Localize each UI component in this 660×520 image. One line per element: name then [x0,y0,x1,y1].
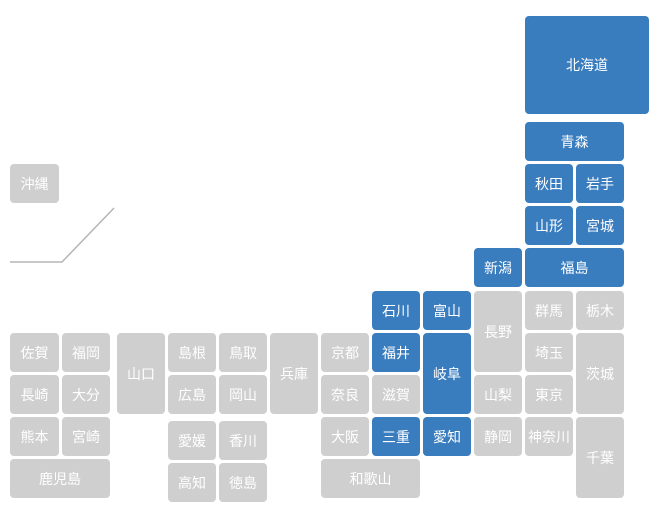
pref-label: 群馬 [535,303,563,320]
pref-chiba[interactable]: 千葉 [576,417,624,498]
pref-label: 茨城 [586,366,614,383]
pref-nagasaki[interactable]: 長崎 [10,375,59,414]
pref-label: 北海道 [566,58,608,74]
pref-tochigi[interactable]: 栃木 [576,291,624,330]
pref-kyoto[interactable]: 京都 [321,333,369,372]
pref-label: 山口 [127,366,155,383]
pref-label: 静岡 [484,429,512,446]
pref-aichi[interactable]: 愛知 [423,417,471,456]
pref-tokyo[interactable]: 東京 [525,375,573,414]
pref-tottori[interactable]: 鳥取 [219,333,267,372]
pref-label: 徳島 [229,475,257,492]
pref-yamagata[interactable]: 山形 [525,206,573,245]
pref-label: 大分 [72,387,100,404]
pref-ibaraki[interactable]: 茨城 [576,333,624,414]
pref-fukushima[interactable]: 福島 [525,248,624,287]
pref-label: 福岡 [72,345,100,362]
pref-ishikawa[interactable]: 石川 [372,291,420,330]
pref-fukui[interactable]: 福井 [372,333,420,372]
pref-mie[interactable]: 三重 [372,417,420,456]
pref-label: 熊本 [20,429,49,446]
pref-niigata[interactable]: 新潟 [474,248,522,287]
pref-hiroshima[interactable]: 広島 [168,375,216,414]
pref-shiga[interactable]: 滋賀 [372,375,420,414]
pref-label: 埼玉 [535,345,563,362]
pref-label: 京都 [331,345,359,362]
pref-label: 千葉 [586,450,614,467]
pref-saga[interactable]: 佐賀 [10,333,59,372]
pref-saitama[interactable]: 埼玉 [525,333,573,372]
pref-label: 宮城 [586,218,614,235]
pref-label: 滋賀 [382,387,410,404]
pref-kochi[interactable]: 高知 [168,463,216,502]
pref-shizuoka[interactable]: 静岡 [474,417,522,456]
pref-kumamoto[interactable]: 熊本 [10,417,59,456]
pref-fukuoka[interactable]: 福岡 [62,333,110,372]
pref-nagano[interactable]: 長野 [474,291,522,372]
pref-label: 高知 [178,475,206,492]
pref-osaka[interactable]: 大阪 [321,417,369,456]
pref-label: 岡山 [229,387,257,404]
pref-label: 福島 [560,260,589,277]
pref-label: 山形 [535,218,563,235]
pref-kagawa[interactable]: 香川 [219,421,267,460]
pref-label: 長野 [484,324,512,341]
pref-label: 富山 [433,303,461,320]
pref-label: 和歌山 [349,471,392,488]
pref-label: 香川 [229,433,257,450]
pref-label: 神奈川 [528,429,570,446]
pref-akita[interactable]: 秋田 [525,164,573,203]
pref-miyazaki[interactable]: 宮崎 [62,417,110,456]
pref-wakayama[interactable]: 和歌山 [321,459,420,498]
pref-label: 山梨 [484,387,512,404]
pref-miyagi[interactable]: 宮城 [576,206,624,245]
pref-yamanashi[interactable]: 山梨 [474,375,522,414]
pref-kanagawa[interactable]: 神奈川 [525,417,573,456]
pref-label: 愛知 [433,429,461,446]
pref-label: 広島 [178,387,206,404]
pref-label: 宮崎 [72,429,100,446]
pref-label: 秋田 [535,176,563,193]
pref-nara[interactable]: 奈良 [321,375,369,414]
pref-label: 新潟 [484,260,512,277]
pref-label: 栃木 [586,303,614,320]
pref-label: 福井 [382,345,410,362]
pref-aomori[interactable]: 青森 [525,122,624,161]
pref-label: 長崎 [20,387,49,404]
pref-toyama[interactable]: 富山 [423,291,471,330]
pref-hokkaido[interactable]: 北海道 [525,16,649,114]
pref-okinawa[interactable]: 沖縄 [10,164,59,203]
pref-label: 岐阜 [433,366,461,383]
pref-label: 愛媛 [178,433,206,450]
pref-ehime[interactable]: 愛媛 [168,421,216,460]
pref-label: 鹿児島 [39,471,81,488]
pref-label: 岩手 [586,176,614,193]
pref-iwate[interactable]: 岩手 [576,164,624,203]
pref-gunma[interactable]: 群馬 [525,291,573,330]
pref-okayama[interactable]: 岡山 [219,375,267,414]
pref-kagoshima[interactable]: 鹿児島 [10,459,110,498]
pref-label: 三重 [382,429,410,446]
pref-label: 兵庫 [280,366,308,383]
pref-label: 大阪 [331,429,359,446]
pref-label: 沖縄 [20,176,49,193]
pref-oita[interactable]: 大分 [62,375,110,414]
pref-gifu[interactable]: 岐阜 [423,333,471,414]
pref-tokushima[interactable]: 徳島 [219,463,267,502]
pref-shimane[interactable]: 島根 [168,333,216,372]
pref-yamaguchi[interactable]: 山口 [117,333,165,414]
pref-hyogo[interactable]: 兵庫 [270,333,318,414]
pref-label: 青森 [560,134,589,151]
pref-label: 島根 [178,345,206,362]
pref-label: 石川 [382,303,410,320]
pref-label: 鳥取 [229,345,257,362]
pref-label: 佐賀 [20,345,49,362]
pref-label: 東京 [535,387,563,404]
pref-label: 奈良 [331,387,359,404]
